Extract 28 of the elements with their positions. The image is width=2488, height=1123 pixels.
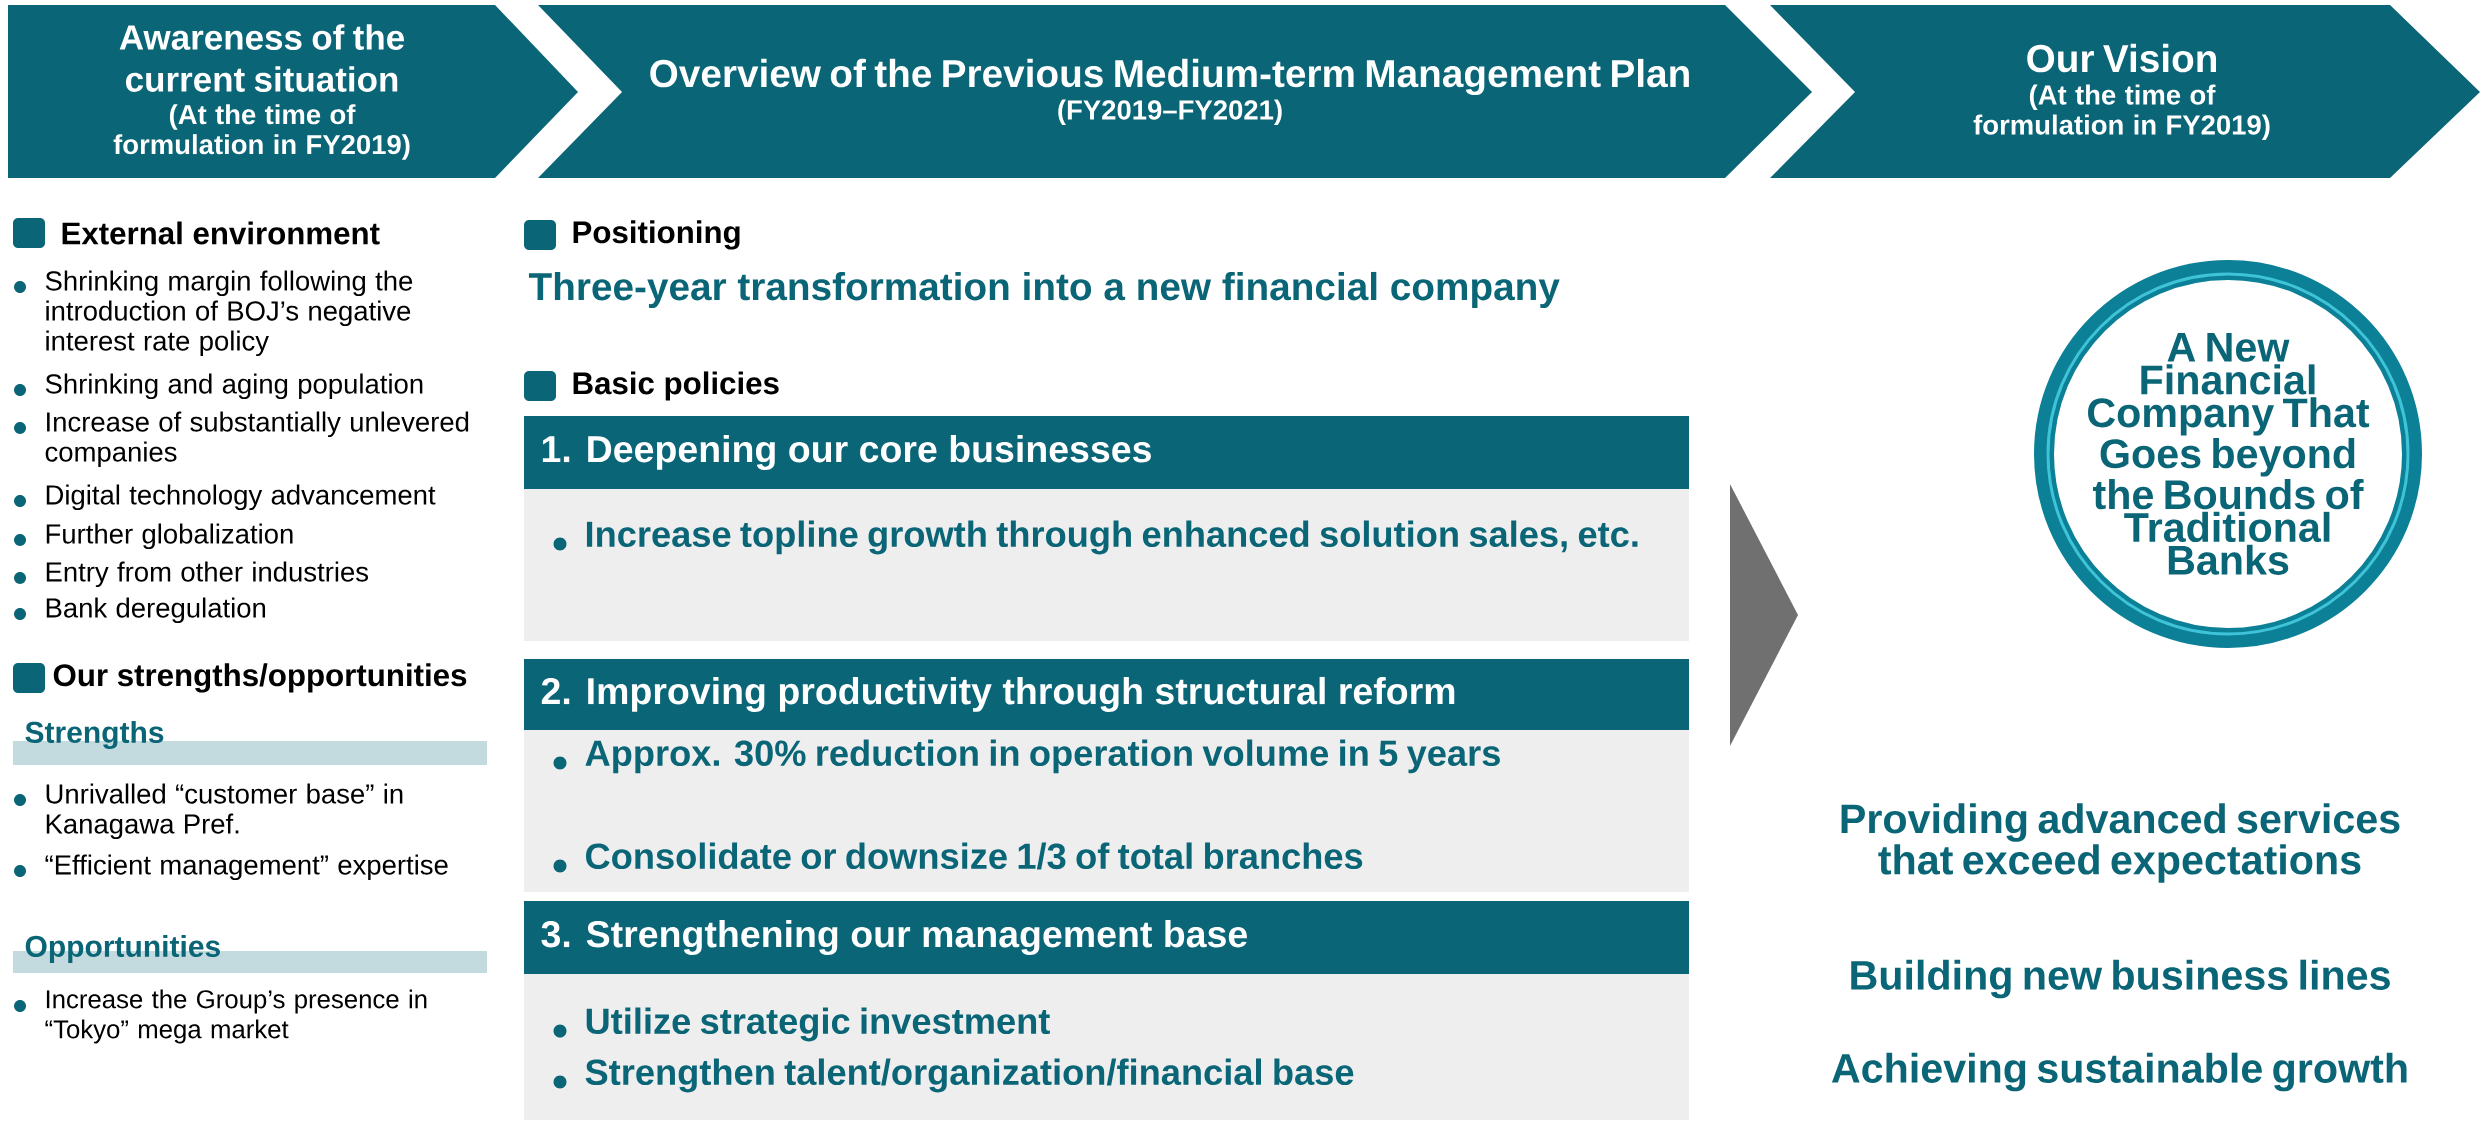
bullet-item: Digital technology advancement <box>14 484 436 511</box>
bullet-item: Shrinking margin following the introduction of BOJ’s negative interest rate policy <box>14 270 413 357</box>
bullet-item: Further globalization <box>14 523 293 550</box>
vision-statement: Building new business lines <box>1851 959 2390 999</box>
bullet-item: Increase of substantially unlevered companies <box>14 411 469 468</box>
bullet-item: “Efficient management” expertise <box>14 854 448 881</box>
vision-statement: Achieving sustainable growth <box>1831 1052 2407 1092</box>
bullet-item: Entry from other industries <box>14 561 368 588</box>
chevron-banner: Awareness of the current situation (At the time of formulation in FY2019) <box>8 5 578 178</box>
node-label: 1. Deepening our core businesses <box>542 434 1151 471</box>
bullet-item: Increase the Group’s presence in “Tokyo” mega market <box>14 989 427 1044</box>
policy-box: 3. Strengthening our management base Utilize strategic investment Strengthen talent/organization/financial base <box>524 901 1689 1120</box>
section-heading: Basic policies <box>524 371 779 401</box>
node-label: 3. Strengthening our management base <box>541 919 1247 956</box>
bullet-item: Bank deregulation <box>14 597 265 624</box>
chevron-banner: Our Vision (At the time of formulation in FY2019) <box>1770 5 2480 178</box>
bullet-item: Unrivalled “customer base” in Kanagawa Pref. <box>14 783 403 840</box>
section-band: Strengths <box>13 720 487 765</box>
section-heading: External environment <box>13 218 380 248</box>
positioning-statement: Three-year transformation into a new financial company <box>528 271 1560 309</box>
bullet-item: Shrinking and aging population <box>14 373 423 400</box>
policy-box: 1. Deepening our core businesses Increase topline growth through enhanced solution sales, etc. <box>524 416 1689 641</box>
node-label: 2. Improving productivity through structural reform <box>541 676 1455 713</box>
section-heading: Our strengths/opportunities <box>13 663 467 693</box>
policy-box: 2. Improving productivity through structural reform Approx. 30% reduction in operation volume in 5 years Consolidate or downsize 1/3 of total branches <box>524 659 1689 892</box>
section-heading: Positioning <box>524 220 740 250</box>
section-band: Opportunities <box>13 935 487 973</box>
vision-statement: Providing advanced services that exceed expectations <box>1841 803 2400 883</box>
